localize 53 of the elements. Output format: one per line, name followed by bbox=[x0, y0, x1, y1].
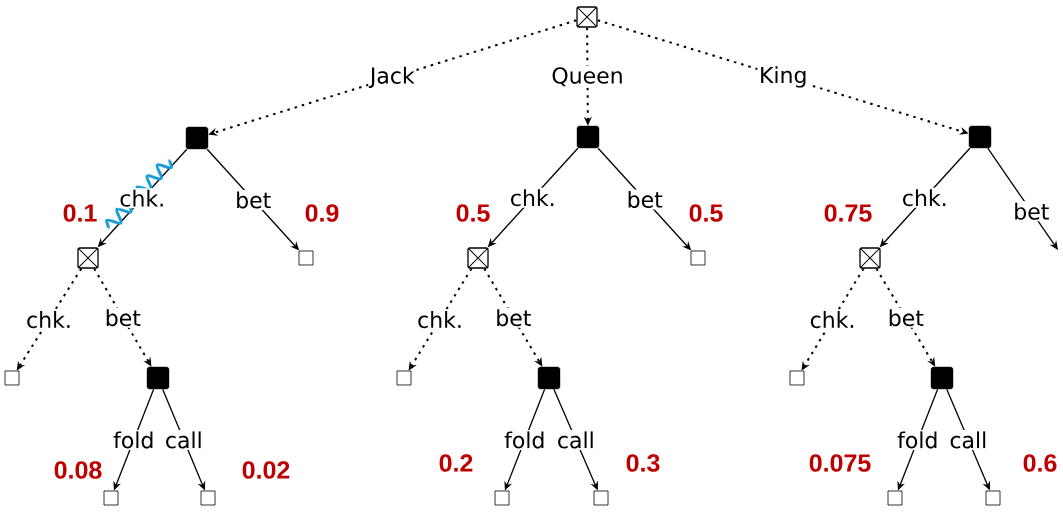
chance-node bbox=[576, 6, 598, 28]
terminal-box bbox=[593, 490, 609, 506]
terminal-box bbox=[200, 490, 216, 506]
terminal-box bbox=[298, 250, 314, 266]
probability-label: 0.75 bbox=[824, 204, 872, 222]
edge-label: chk. bbox=[415, 309, 465, 330]
chance-node bbox=[467, 247, 489, 269]
probability-label: 0.9 bbox=[305, 204, 339, 222]
probability-label: 0.02 bbox=[242, 461, 290, 479]
terminal-box bbox=[103, 490, 119, 506]
decision-node bbox=[537, 366, 561, 390]
edge-label: Queen bbox=[549, 65, 626, 88]
edge-label: bet bbox=[1011, 201, 1051, 222]
terminal-box bbox=[494, 490, 510, 506]
decision-node bbox=[185, 126, 209, 150]
probability-label: 0.5 bbox=[456, 204, 490, 222]
edge-label: chk. bbox=[24, 309, 74, 330]
edge-label: fold bbox=[502, 429, 547, 450]
edge-label: chk. bbox=[808, 309, 857, 330]
terminal-box bbox=[985, 490, 1001, 506]
probability-label: 0.5 bbox=[689, 204, 723, 222]
probability-label: 0.2 bbox=[439, 454, 473, 472]
terminal-box bbox=[396, 370, 412, 386]
decision-node bbox=[968, 125, 992, 149]
edge-label: bet bbox=[233, 189, 273, 210]
probability-label: 0.08 bbox=[54, 461, 102, 479]
chance-node bbox=[859, 247, 881, 269]
edge-label: call bbox=[163, 429, 205, 450]
terminal-box bbox=[690, 250, 706, 266]
edge-label: chk. bbox=[508, 187, 558, 208]
terminal-box bbox=[887, 490, 903, 506]
terminal-box bbox=[789, 370, 805, 386]
edge-label: call bbox=[555, 429, 597, 450]
chance-node bbox=[77, 247, 99, 269]
edge-label: fold bbox=[111, 429, 156, 450]
decision-node bbox=[146, 366, 170, 390]
decision-node bbox=[576, 125, 600, 149]
edge-label: bet bbox=[625, 189, 665, 210]
edge-label: chk. bbox=[900, 187, 950, 208]
edge-label: call bbox=[947, 429, 989, 450]
edge-label: bet bbox=[493, 307, 533, 328]
decision-node bbox=[930, 366, 954, 390]
edge-label: King bbox=[757, 64, 809, 90]
terminal-box bbox=[4, 370, 20, 386]
edge-label: fold bbox=[895, 429, 940, 450]
probability-label: 0.3 bbox=[626, 454, 660, 472]
probability-label: 0.075 bbox=[809, 454, 871, 472]
edge-label: bet bbox=[886, 307, 926, 328]
probability-label: 0.6 bbox=[1023, 454, 1057, 472]
edge-label: bet bbox=[103, 307, 143, 328]
probability-label: 0.1 bbox=[63, 204, 97, 222]
edge-label: chk. bbox=[117, 188, 167, 209]
edge-label: Jack bbox=[368, 65, 417, 90]
